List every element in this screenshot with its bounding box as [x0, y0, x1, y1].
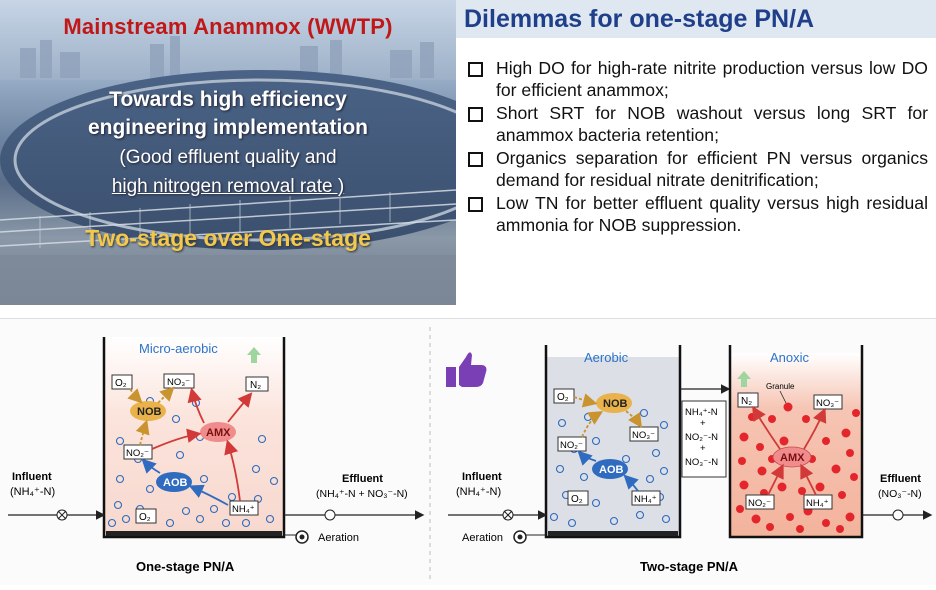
transfer-line-3: NO₂⁻-N: [685, 432, 718, 443]
effluent-sub-label: (NO₃⁻-N): [878, 488, 922, 500]
aerobic-label: Aerobic: [584, 350, 629, 365]
dilemma-item: Low TN for better effluent quality versu…: [466, 192, 928, 236]
o2-label: O₂: [115, 378, 127, 389]
photo-conclusion: Two-stage over One-stage: [85, 225, 371, 251]
photo-line-1: Towards high efficiency: [109, 88, 347, 111]
gas-release-arrow-icon: [247, 347, 261, 363]
nh4-box: [631, 490, 661, 506]
no2-right-label: NO₂⁻: [748, 498, 771, 509]
dilemma-item: Organics separation for efficient PN ver…: [466, 147, 928, 191]
pna-diagram-svg: Micro-aerobic O₂ NO₃⁻ N₂ NO₂⁻ NH₄⁺ O₂ NO…: [8, 327, 933, 581]
aeration-diffuser: [106, 531, 282, 536]
n2-label: N₂: [250, 380, 261, 391]
anoxic-label: Anoxic: [770, 350, 810, 365]
checkbox-bullet-icon: [468, 62, 483, 77]
o2-bottom-label: O₂: [571, 494, 583, 505]
effluent-sub-label: (NH₄⁺-N + NO₃⁻-N): [316, 488, 408, 500]
influent-label: Influent: [462, 471, 502, 483]
checkbox-bullet-icon: [468, 152, 483, 167]
n2-box: [737, 392, 759, 408]
n2-label: N₂: [741, 396, 752, 407]
photo-title: Mainstream Anammox (WWTP): [63, 14, 393, 39]
aerobic-tank: [544, 345, 682, 539]
amx-cell: [200, 422, 236, 442]
thumbs-up-icon: [446, 352, 487, 387]
gas-release-arrow-icon: [737, 371, 751, 387]
nob-label: NOB: [603, 398, 628, 410]
nh4-box: [229, 500, 259, 516]
two-stage-caption: Two-stage PN/A: [640, 559, 739, 574]
process-diagrams: Micro-aerobic O₂ NO₃⁻ N₂ NO₂⁻ NH₄⁺ O₂ NO…: [0, 318, 936, 585]
dilemma-text: High DO for high-rate nitrite production…: [496, 58, 928, 100]
nh4-left-label: NH₄⁺: [634, 494, 657, 505]
no3-box: [163, 373, 195, 389]
dilemma-item: Short SRT for NOB washout versus long SR…: [466, 102, 928, 146]
dilemma-text: Short SRT for NOB washout versus long SR…: [496, 103, 928, 145]
valve-icon: [324, 509, 336, 521]
dilemmas-title: Dilemmas for one-stage PN/A: [456, 0, 936, 38]
no2-right-box: [745, 494, 775, 510]
aob-label: AOB: [163, 477, 188, 489]
transfer-line-5: NO₃⁻-N: [685, 457, 718, 468]
photo-line-4: high nitrogen removal rate ): [111, 176, 345, 197]
o2-bottom-label: O₂: [139, 512, 151, 523]
dilemma-item: High DO for high-rate nitrite production…: [466, 57, 928, 101]
o2-bottom-box: [135, 508, 157, 524]
dilemmas-list: High DO for high-rate nitrite production…: [466, 57, 928, 237]
aeration-label: Aeration: [462, 532, 503, 544]
n2-box: [245, 376, 269, 392]
influent-label: Influent: [12, 471, 52, 483]
no3-label: NO₃⁻: [632, 430, 655, 441]
dilemma-text: Low TN for better effluent quality versu…: [496, 193, 928, 235]
amx-label: AMX: [780, 452, 805, 464]
dilemma-text: Organics separation for efficient PN ver…: [496, 148, 928, 190]
influent-sub-label: (NH₄⁺-N): [10, 486, 55, 498]
amx-cell: [772, 446, 812, 468]
no3-right-box: [813, 394, 843, 410]
no2-box: [557, 436, 587, 452]
checkbox-bullet-icon: [468, 107, 483, 122]
transfer-line-2: +: [700, 418, 706, 429]
oxygen-bubbles: [549, 408, 671, 528]
no3-box: [629, 426, 659, 442]
clarifier-photo-illustration: [0, 0, 456, 305]
anoxic-tank: [728, 345, 864, 539]
aob-label: AOB: [599, 464, 624, 476]
effluent-label: Effluent: [342, 473, 383, 485]
influent-sub-label: (NH₄⁺-N): [456, 486, 501, 498]
no2-label: NO₂⁻: [126, 448, 149, 459]
no2-left-label: NO₂⁻: [560, 440, 583, 451]
aob-cell: [156, 472, 192, 492]
transfer-line-1: NH₄⁺-N: [685, 407, 718, 418]
transfer-box: [681, 400, 727, 478]
dilemmas-panel: Dilemmas for one-stage PN/A High DO for …: [456, 0, 936, 305]
aob-cell: [592, 459, 628, 479]
nob-label: NOB: [137, 406, 162, 418]
transfer-line-4: +: [700, 443, 706, 454]
photo-line-2: engineering implementation: [87, 116, 369, 139]
o2-bottom-box: [567, 490, 589, 506]
o2-top-label: O₂: [557, 392, 569, 403]
no3-right-label: NO₃⁻: [816, 398, 839, 409]
amx-label: AMX: [206, 427, 231, 439]
micro-aerobic-label: Micro-aerobic: [139, 341, 218, 356]
effluent-label: Effluent: [880, 473, 921, 485]
nh4-label: NH₄⁺: [232, 504, 255, 515]
nh4-right-box: [803, 494, 833, 510]
aeration-label: Aeration: [318, 532, 359, 544]
anammox-granules: [736, 401, 860, 533]
no2-box: [123, 444, 153, 460]
one-stage-caption: One-stage PN/A: [136, 559, 235, 574]
o2-box: [553, 388, 575, 404]
nh4-right-label: NH₄⁺: [806, 498, 829, 509]
no3-label: NO₃⁻: [167, 377, 190, 388]
wwtp-photo-panel: Mainstream Anammox (WWTP) Towards high e…: [0, 0, 456, 305]
o2-box: [111, 374, 133, 390]
nob-cell: [596, 393, 632, 413]
nob-cell: [130, 401, 166, 421]
valve-icon: [892, 509, 904, 521]
photo-line-3: (Good effluent quality and: [119, 147, 337, 168]
checkbox-bullet-icon: [468, 197, 483, 212]
granule-label: Granule: [766, 382, 795, 391]
